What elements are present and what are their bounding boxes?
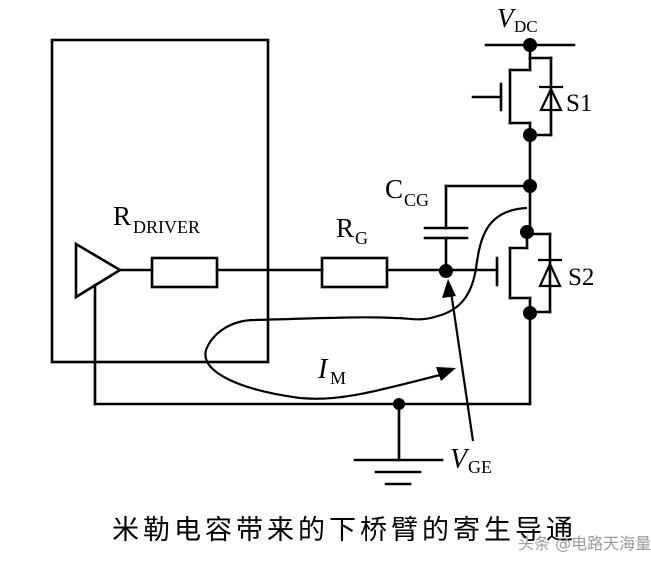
s1-mosfet bbox=[471, 43, 563, 137]
rg-label-sub: G bbox=[355, 228, 368, 248]
ccg-capacitor bbox=[423, 226, 469, 240]
junction-dot bbox=[523, 306, 537, 320]
vge-label: V bbox=[450, 444, 470, 475]
vge-pointer bbox=[448, 284, 475, 442]
buffer-amplifier bbox=[74, 241, 123, 300]
ccg-label-sub: CG bbox=[404, 190, 429, 210]
vdc-label: V bbox=[497, 3, 517, 33]
driver-box bbox=[50, 38, 270, 364]
figure-caption: 米勒电容带来的下桥臂的寄生导通 bbox=[112, 515, 577, 546]
vge-arrowhead bbox=[442, 279, 456, 298]
vdc-label-sub: DC bbox=[514, 17, 538, 36]
vge-label-sub: GE bbox=[468, 457, 492, 477]
im-label-sub: M bbox=[330, 368, 346, 388]
rg-resistor bbox=[320, 256, 389, 289]
s2-diode bbox=[538, 261, 562, 288]
ccg-label: C bbox=[385, 174, 403, 204]
im-label: I bbox=[317, 354, 329, 385]
rg-label: R bbox=[336, 213, 354, 243]
ground-icon bbox=[353, 458, 444, 486]
rdriver-label-sub: DRIVER bbox=[133, 217, 200, 237]
s1-diode bbox=[539, 86, 563, 112]
junction-dot bbox=[520, 225, 534, 239]
s2-mosfet bbox=[495, 232, 562, 314]
gate-node-dot bbox=[439, 264, 453, 278]
s1-label: S1 bbox=[566, 90, 592, 117]
im-arrowhead bbox=[436, 367, 456, 381]
r-driver-resistor bbox=[150, 256, 219, 289]
miller-current-path bbox=[204, 206, 528, 400]
watermark: 头条 @电路天海量 bbox=[518, 534, 651, 553]
s2-label: S2 bbox=[568, 264, 594, 291]
rdriver-label: R bbox=[113, 201, 131, 231]
